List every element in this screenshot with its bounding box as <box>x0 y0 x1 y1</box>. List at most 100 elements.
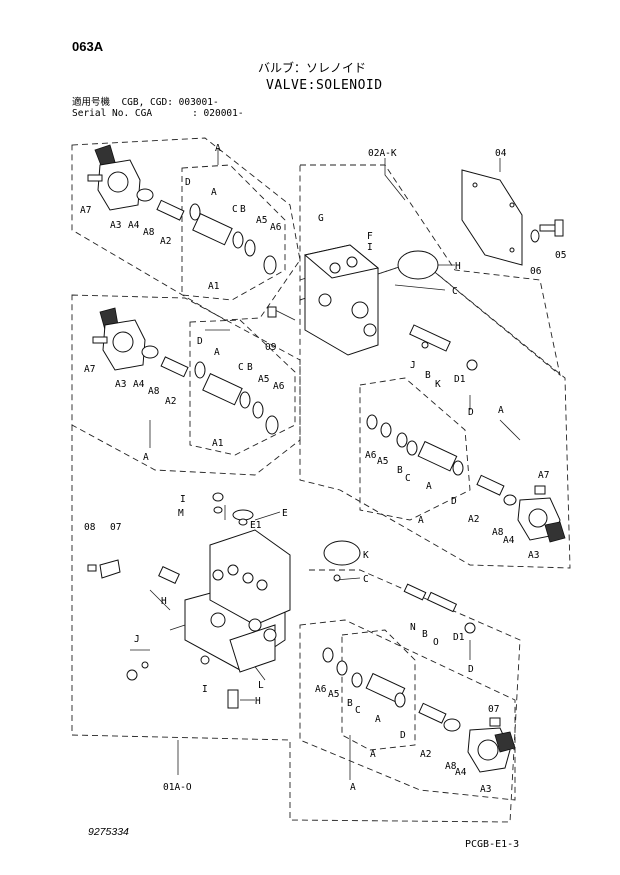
label-a2-upper: A2 <box>160 236 171 247</box>
label-i-lower: I <box>180 494 186 505</box>
label-a8-upper: A8 <box>143 227 155 238</box>
label-d-lower-right: D <box>468 664 474 675</box>
label-a8-lower: A8 <box>445 761 457 772</box>
valve-body-lower <box>184 529 291 673</box>
label-a-middle: A <box>214 347 220 358</box>
plate-h-upper <box>397 250 439 280</box>
label-a5-lower: A5 <box>328 689 339 700</box>
label-a6-right: A6 <box>365 450 377 461</box>
label-n: N <box>410 622 416 633</box>
label-i-bottom: I <box>202 684 208 695</box>
label-a5-upper: A5 <box>256 215 267 226</box>
label-a2-middle: A2 <box>165 396 176 407</box>
label-a6-lower: A6 <box>315 684 327 695</box>
group-outline-upper-left <box>71 137 301 321</box>
label-a-right-mid: A <box>426 481 432 492</box>
label-d-right-mid: D <box>451 496 457 507</box>
label-02a-k: 02A-K <box>368 148 397 159</box>
label-c-middle: C <box>238 362 244 373</box>
label-g: G <box>318 213 324 224</box>
label-l: L <box>258 680 264 691</box>
label-c-upper: C <box>232 204 238 215</box>
solenoid-middle-left <box>92 307 189 378</box>
cartridge-lower-right <box>322 647 461 732</box>
label-b-right: B <box>425 370 431 381</box>
label-a-lower-low: A <box>370 749 376 760</box>
label-c-right-mid: C <box>405 473 411 484</box>
group-outline-lower-right <box>299 619 516 801</box>
label-c-lower: C <box>363 574 369 585</box>
label-d-upper: D <box>185 177 191 188</box>
spool-lower-right <box>403 583 476 634</box>
solenoid-upper-left <box>87 144 185 221</box>
label-a3-lower: A3 <box>480 784 491 795</box>
label-07-left: 07 <box>110 522 121 533</box>
label-05: 05 <box>555 250 566 261</box>
label-j-lower: J <box>134 634 140 645</box>
group-outline-left-tall <box>71 425 521 823</box>
cartridge-a1-middle <box>194 361 279 435</box>
label-a3-right: A3 <box>528 550 539 561</box>
label-a4-upper: A4 <box>128 220 140 231</box>
group-outline-right-middle <box>299 259 571 569</box>
group-outline-middle-left <box>71 294 301 476</box>
valve-body-upper <box>303 244 380 356</box>
document-number: 9275334 <box>88 826 129 838</box>
fitting-h-lower-left <box>158 566 180 584</box>
ring-j-lower <box>141 661 149 669</box>
label-b-right-mid: B <box>397 465 403 476</box>
label-a8-right: A8 <box>492 527 504 538</box>
plug-j-lower <box>126 669 138 681</box>
label-e: E <box>282 508 288 519</box>
group-outline-a1-middle <box>189 319 296 456</box>
label-a-bottom: A <box>350 782 356 793</box>
cover-plate-04 <box>461 169 523 266</box>
solenoid-lower-right <box>467 717 516 773</box>
label-04: 04 <box>495 148 507 159</box>
label-a1-middle: A1 <box>212 438 224 449</box>
label-d-right: D <box>468 407 474 418</box>
label-a1-upper: A1 <box>208 281 220 292</box>
label-a7-right: A7 <box>538 470 549 481</box>
label-a4-right: A4 <box>503 535 515 546</box>
label-m: M <box>178 508 184 519</box>
label-b-lower: B <box>422 629 428 640</box>
label-b-middle: B <box>247 362 253 373</box>
label-01a-o: 01A-O <box>163 782 192 793</box>
page-code: 063A <box>72 39 104 54</box>
group-outline-a1-upper <box>181 164 286 301</box>
label-a-left: A <box>143 452 149 463</box>
label-a-upper: A <box>211 187 217 198</box>
label-07-right: 07 <box>488 704 499 715</box>
label-h-upper: H <box>455 261 461 272</box>
serial-line-1: 適用号機 CGB, CGD: 003001- <box>72 97 219 108</box>
title-japanese: バルブ：ソレノイド <box>258 61 367 75</box>
ball-c-lower <box>333 574 341 582</box>
label-h-bottom: H <box>255 696 261 707</box>
bolt-05 <box>530 219 564 243</box>
label-k-upper: K <box>435 379 441 390</box>
label-09: 09 <box>265 342 277 353</box>
label-h-lower-left: H <box>161 596 167 607</box>
label-d1-lower: D1 <box>453 632 465 643</box>
label-a-right-low: A <box>418 515 424 526</box>
fitting-h-lower <box>227 689 239 709</box>
label-a4-middle: A4 <box>133 379 145 390</box>
label-a6-middle: A6 <box>273 381 285 392</box>
label-a3-middle: A3 <box>115 379 126 390</box>
label-a2-right: A2 <box>468 514 479 525</box>
cap-e <box>212 492 254 526</box>
label-06: 06 <box>530 266 542 277</box>
label-o: O <box>433 637 439 648</box>
serial-line-2: Serial No. CGA : 020001- <box>72 108 244 119</box>
group-outline-a-lower <box>341 629 416 751</box>
spool-upper-right <box>409 324 478 371</box>
label-a7-upper: A7 <box>80 205 91 216</box>
label-a6-upper: A6 <box>270 222 282 233</box>
label-i-upper: I <box>367 242 373 253</box>
plate-07 <box>87 559 121 579</box>
plate-k <box>323 540 361 566</box>
label-e1: E1 <box>250 520 262 531</box>
label-d-middle: D <box>197 336 203 347</box>
title-english: VALVE:SOLENOID <box>266 78 383 93</box>
